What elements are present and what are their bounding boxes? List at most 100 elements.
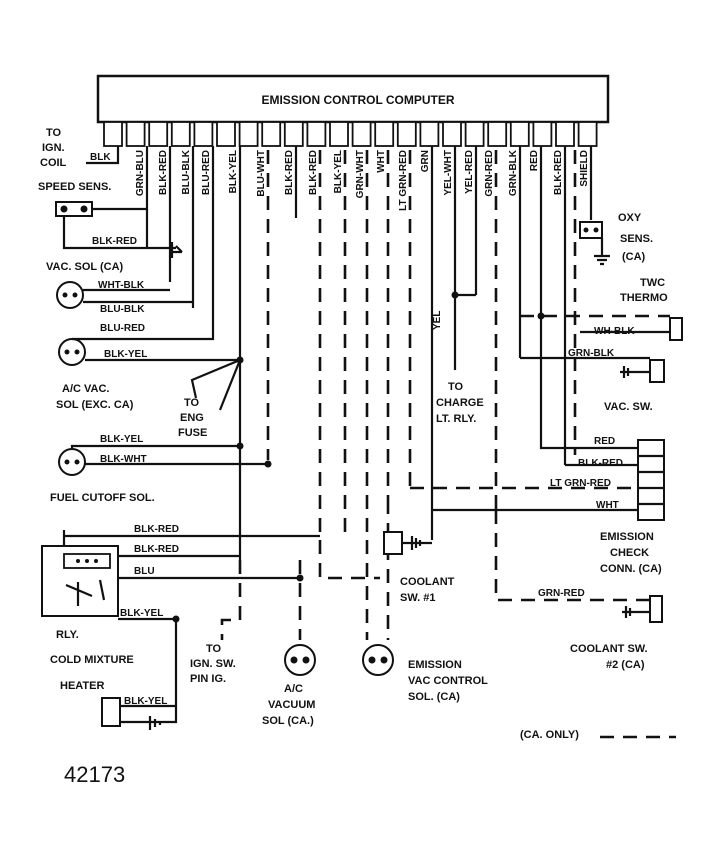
eng-fuse-label-1: TO <box>184 397 200 409</box>
connector-pin <box>283 121 304 147</box>
rly-label: RLY. <box>56 629 79 641</box>
emission-vac-label-3: SOL. (CA) <box>408 691 460 703</box>
ign-sw: TO IGN. SW. PIN IG. <box>190 643 236 685</box>
coolant-sw-2: GRN-RED COOLANT SW. #2 (CA) <box>494 510 663 671</box>
connector-pin <box>216 121 236 147</box>
pin-label: RED <box>529 150 540 171</box>
pin-label: BLU-BLK <box>181 149 192 194</box>
connector-pin <box>125 121 146 147</box>
ac-vacuum-label-2: VACUUM <box>268 699 315 711</box>
wire-label-yel-charge: YEL <box>432 311 443 330</box>
wire-label-blk-yel-heater: BLK-YEL <box>124 696 167 707</box>
connector-pin <box>464 121 485 147</box>
ign-sw-label-2: IGN. SW. <box>190 658 236 670</box>
connector-pin <box>148 121 169 147</box>
ac-vac-sol-label-2: SOL (EXC. CA) <box>56 399 134 411</box>
connector-pin <box>329 121 349 147</box>
check-conn-label-1: EMISSION <box>600 531 654 543</box>
twc-thermo: TWC THERMO WH-BLK <box>520 277 683 341</box>
ac-vac-sol: BLK-YEL A/C VAC. SOL (EXC. CA) TO ENG FU… <box>56 333 244 439</box>
connector-pin <box>374 121 395 147</box>
connector-pins <box>103 121 598 147</box>
connector-pin <box>306 121 327 147</box>
wire-label-blk-yel-rly: BLK-YEL <box>120 608 163 619</box>
charge-label-1: TO <box>448 381 464 393</box>
wire-label-wh-blk: WH-BLK <box>594 326 635 337</box>
pin-label: BLK-RED <box>308 150 319 195</box>
connector-pin <box>487 121 508 147</box>
connector-pin <box>396 121 417 147</box>
wire-label-blk-coil: BLK <box>90 152 111 163</box>
connector-pin <box>577 121 598 147</box>
pin-label: LT GRN-RED <box>398 150 409 211</box>
coolant-sw1-label-1: COOLANT <box>400 576 455 588</box>
vac-sw: GRN-BLK VAC. SW. <box>520 348 665 413</box>
fuel-cutoff-label: FUEL CUTOFF SOL. <box>50 492 155 504</box>
connector-pin <box>509 121 530 147</box>
ign-coil-circuit: TO IGN. COIL BLK <box>40 127 120 169</box>
twc-label-2: THERMO <box>620 292 668 304</box>
wire-label-blu-blk: BLU-BLK <box>100 304 145 315</box>
coolant-sw2-label-1: COOLANT SW. <box>570 643 648 655</box>
ign-coil-label-2: IGN. <box>42 142 65 154</box>
eng-fuse-label-2: ENG <box>180 412 204 424</box>
emission-vac-sol: EMISSION VAC CONTROL SOL. (CA) <box>362 500 488 703</box>
legend-label: (CA. ONLY) <box>520 729 579 741</box>
wire-label-blk-red-conn: BLK-RED <box>578 458 623 469</box>
pin-label: BLK-YEL <box>333 150 344 193</box>
fuel-cutoff-sol: BLK-YEL BLK-WHT FUEL CUTOFF SOL. <box>50 434 272 504</box>
ground-symbol <box>148 716 162 730</box>
pin-label: WHT <box>376 150 387 173</box>
connector-pin <box>103 121 123 147</box>
pin-label: SHIELD <box>579 150 590 187</box>
ign-coil-label-3: COIL <box>40 157 67 169</box>
cold-mixture-heater: COLD MIXTURE HEATER BLK-YEL <box>50 654 176 730</box>
emission-vac-label-2: VAC CONTROL <box>408 675 488 687</box>
connector-pin <box>261 121 282 147</box>
charge-lt-rly: YEL TO CHARGE LT. RLY. <box>432 291 484 425</box>
connector-pin <box>351 121 372 147</box>
connector-pin <box>170 121 191 147</box>
wire-label-grn-blk: GRN-BLK <box>568 348 615 359</box>
pin-label: BLK-RED <box>284 150 295 195</box>
pin-label: YEL-WHT <box>443 150 454 196</box>
connector-pin <box>532 121 553 147</box>
coolant-sw-1: COOLANT SW. #1 <box>383 531 455 604</box>
oxy-sensor: OXY SENS. (CA) <box>579 212 653 266</box>
check-conn-label-2: CHECK <box>610 547 649 559</box>
pin-label: BLU-RED <box>201 150 212 195</box>
connector-pin <box>193 121 214 147</box>
pin-label: BLK-RED <box>158 150 169 195</box>
wire-label-lt-grn-red-conn: LT GRN-RED <box>550 478 611 489</box>
wire-label-wht-conn: WHT <box>596 500 619 511</box>
wire-label-grn-red-cool2: GRN-RED <box>538 588 585 599</box>
ac-vacuum-label-1: A/C <box>284 683 303 695</box>
oxy-label-2: SENS. <box>620 233 653 245</box>
charge-label-3: LT. RLY. <box>436 413 476 425</box>
vac-sw-label: VAC. SW. <box>604 401 653 413</box>
wire-label-blk-red-rly2: BLK-RED <box>134 544 179 555</box>
cold-mixture-label-2: HEATER <box>60 680 104 692</box>
wire-label-red-conn: RED <box>594 436 615 447</box>
wire-label-blu-rly: BLU <box>134 566 155 577</box>
ac-vacuum-sol: A/C VACUUM SOL (CA.) <box>262 644 316 727</box>
vac-sol-ca-label: VAC. SOL (CA) <box>46 261 124 273</box>
pin-label: GRN-BLK <box>508 149 519 196</box>
ac-vac-sol-label-1: A/C VAC. <box>62 383 109 395</box>
wire-label-blk-red-vac: BLK-RED <box>92 236 137 247</box>
pin-label: GRN-BLU <box>135 150 146 196</box>
wire-label-blk-red-rly1: BLK-RED <box>134 524 179 535</box>
twc-label-1: TWC <box>640 277 665 289</box>
connector-pin <box>442 121 462 147</box>
ign-sw-label-3: PIN IG. <box>190 673 226 685</box>
speed-sens-label: SPEED SENS. <box>38 181 111 193</box>
legend: (CA. ONLY) <box>520 729 676 741</box>
pin-label: BLK-RED <box>553 150 564 195</box>
speed-sensor: SPEED SENS. BLK-RED <box>38 181 183 258</box>
coolant-sw2-label-2: #2 (CA) <box>606 659 645 671</box>
relay: BLK-RED BLK-RED BLU BLK-YEL RLY. <box>41 524 380 724</box>
wire-label-blk-yel-ac: BLK-YEL <box>104 349 147 360</box>
wire-label-blu-red: BLU-RED <box>100 323 145 334</box>
